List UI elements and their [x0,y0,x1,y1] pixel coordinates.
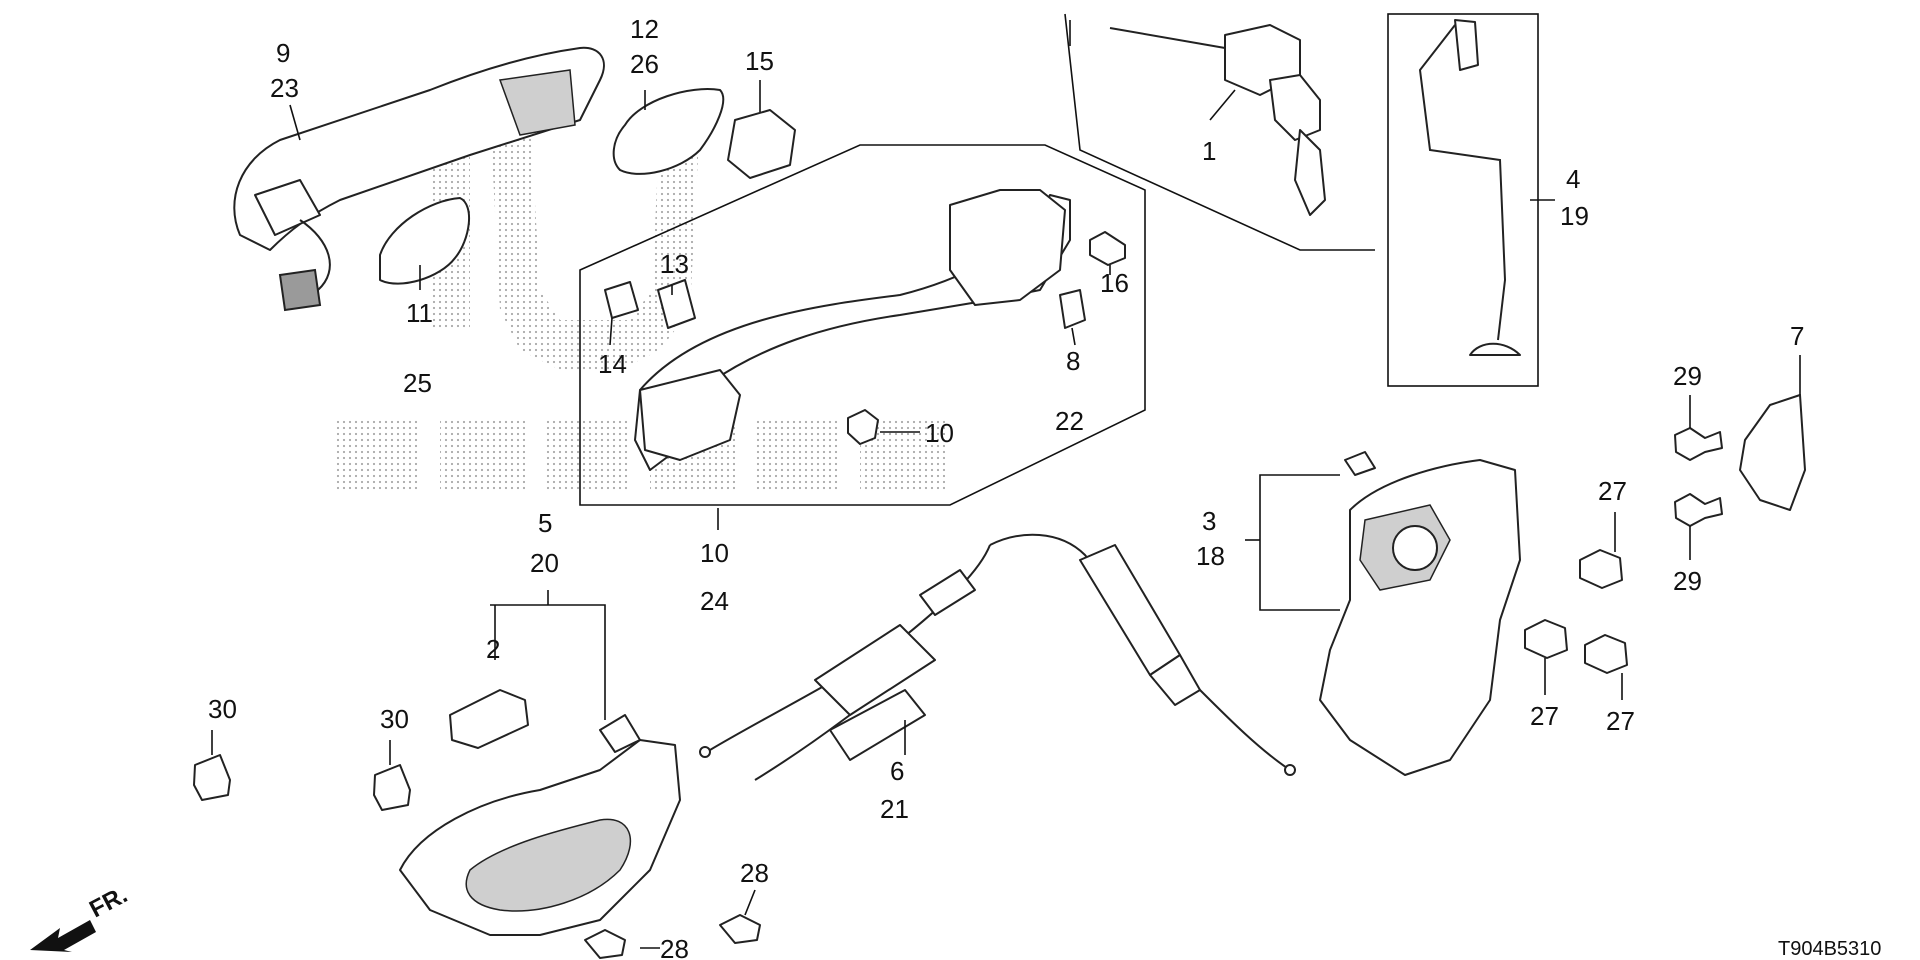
svg-text:1: 1 [1202,136,1216,166]
callout-29b: 28 [660,934,689,960]
callout-16: 16 [1100,268,1129,298]
callout-27a: 27 [1598,476,1627,506]
callout-7: 7 [1790,321,1804,351]
svg-text:15: 15 [745,46,774,76]
screw-29a [584,929,626,959]
svg-text:3: 3 [1202,506,1216,536]
clip-30b [373,764,411,811]
callout-8-22: 8 22 [1055,346,1084,436]
svg-text:25: 25 [403,368,432,398]
assembly-outline-10 [579,144,1146,506]
callout-9-23: 923 [270,38,299,103]
svg-text:24: 24 [700,586,729,616]
screw-13 [847,409,879,445]
callout-2: 2 [486,634,500,664]
handle-cover-12 [612,88,725,175]
svg-text:29: 29 [1673,361,1702,391]
svg-text:12: 12 [630,14,659,44]
screw-28a [1674,427,1723,461]
svg-text:14: 14 [598,349,627,379]
svg-text:26: 26 [630,49,659,79]
svg-text:23: 23 [270,73,299,103]
svg-text:7: 7 [1790,321,1804,351]
clip-30a [193,754,231,801]
callout-3-18: 318 [1196,506,1225,571]
svg-text:10: 10 [700,538,729,568]
assembly-outline-1 [1064,13,1375,251]
callout-28a: 29 [1673,361,1702,391]
svg-text:10: 10 [925,418,954,448]
front-direction-label: FR. [85,881,132,923]
svg-text:22: 22 [1055,406,1084,436]
callout-10-24: 10 24 [700,538,729,616]
svg-text:9: 9 [276,38,290,68]
clip-17 [727,109,796,179]
svg-text:27: 27 [1598,476,1627,506]
svg-text:11: 11 [406,298,433,328]
front-direction-indicator: FR. [30,881,132,952]
svg-text:13: 13 [660,249,689,279]
svg-text:5: 5 [538,508,552,538]
callout-13: 10 [925,418,954,448]
callout-27c: 27 [1606,706,1635,736]
switch-2 [449,689,529,749]
callout-29a: 28 [740,858,769,888]
bolt-16 [1089,231,1126,266]
screw-28b [1674,493,1723,527]
callout-30a: 30 [208,694,237,724]
screw-27a [1579,549,1623,589]
callout-6-21: 621 [880,756,909,824]
key-cylinder [1109,24,1326,216]
svg-text:16: 16 [1100,268,1129,298]
svg-text:6: 6 [890,756,904,786]
svg-text:28: 28 [660,934,689,960]
svg-text:29: 29 [1673,566,1702,596]
callout-5-20: 520 [530,508,559,578]
callout-27b: 27 [1530,701,1559,731]
svg-text:21: 21 [880,794,909,824]
svg-text:18: 18 [1196,541,1225,571]
screw-29b [719,914,761,944]
screw-27b [1524,619,1568,659]
svg-text:4: 4 [1566,164,1580,194]
leader-lines [211,20,1801,949]
handle-gasket-11 [379,197,471,285]
door-striker-7 [1739,394,1806,511]
screw-27c [1584,634,1628,674]
svg-text:27: 27 [1606,706,1635,736]
svg-text:27: 27 [1530,701,1559,731]
callout-14: 14 [598,349,627,379]
svg-text:28: 28 [740,858,769,888]
door-latch-assembly [1319,451,1521,776]
inner-door-handle [399,714,681,936]
bushing-14 [604,281,639,319]
lock-rod [1418,19,1521,356]
svg-text:19: 19 [1560,201,1589,231]
door-cables [699,533,1296,781]
svg-text:30: 30 [380,704,409,734]
svg-text:2: 2 [486,634,500,664]
callout-11-25: 11 25 [403,298,433,398]
diagram-code: T904B5310 [1778,938,1881,960]
callout-30b: 30 [380,704,409,734]
callout-15: 13 [660,249,689,279]
callout-1: 1 [1202,136,1216,166]
handle-base-assembly [634,189,1071,471]
clip-8 [1059,289,1086,329]
svg-text:20: 20 [530,548,559,578]
svg-text:8: 8 [1066,346,1080,376]
outer-door-handle [233,46,605,312]
bushing-15 [657,279,696,329]
svg-text:30: 30 [208,694,237,724]
callout-17: 15 [745,46,774,76]
callout-28b: 29 [1673,566,1702,596]
callout-4-19: 419 [1560,164,1589,231]
